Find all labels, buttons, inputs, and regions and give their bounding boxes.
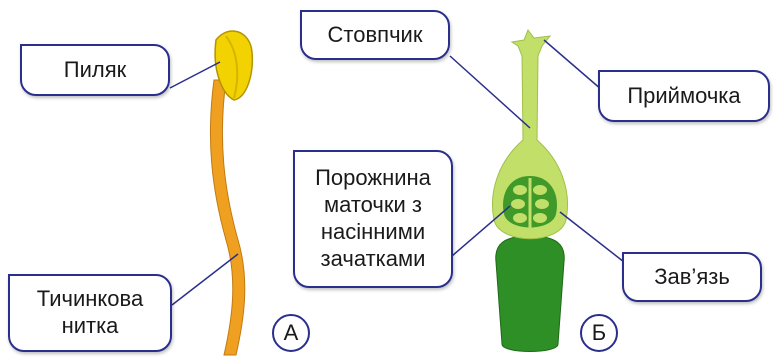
- style-label-text: Стовпчик: [328, 22, 423, 49]
- filament-label: Тичинкова нитка: [8, 274, 172, 352]
- leader-filament: [172, 254, 238, 305]
- style-label: Стовпчик: [300, 10, 450, 60]
- anther-label-text: Пиляк: [64, 57, 126, 84]
- filament-label-line1: Тичинкова: [37, 286, 143, 313]
- cavity-label-line3: насінними: [321, 219, 425, 246]
- cavity-label-line2: маточки з: [324, 192, 422, 219]
- stamen-marker-text: А: [284, 320, 299, 346]
- cavity-label-line1: Порожнина: [315, 165, 431, 192]
- pistil: [492, 30, 567, 352]
- cavity-label-line4: зачатками: [321, 246, 426, 273]
- pistil-marker: Б: [580, 314, 618, 352]
- leader-anther: [170, 62, 220, 88]
- filament-label-line2: нитка: [62, 313, 119, 340]
- stigma-label: Приймочка: [598, 70, 770, 122]
- stamen: [210, 31, 252, 355]
- filament: [210, 80, 244, 355]
- leader-stigma: [544, 40, 602, 90]
- pistil-marker-text: Б: [592, 320, 606, 346]
- stamen-marker: А: [272, 314, 310, 352]
- ovary-label: Зав’язь: [622, 252, 762, 302]
- pistil-base: [496, 236, 564, 352]
- leader-ovary: [560, 212, 624, 262]
- leader-style: [450, 56, 530, 128]
- stigma-label-text: Приймочка: [627, 83, 740, 110]
- ovary-label-text: Зав’язь: [654, 264, 730, 291]
- anther-label: Пиляк: [20, 44, 170, 96]
- cavity-label: Порожнина маточки з насінними зачатками: [293, 150, 453, 288]
